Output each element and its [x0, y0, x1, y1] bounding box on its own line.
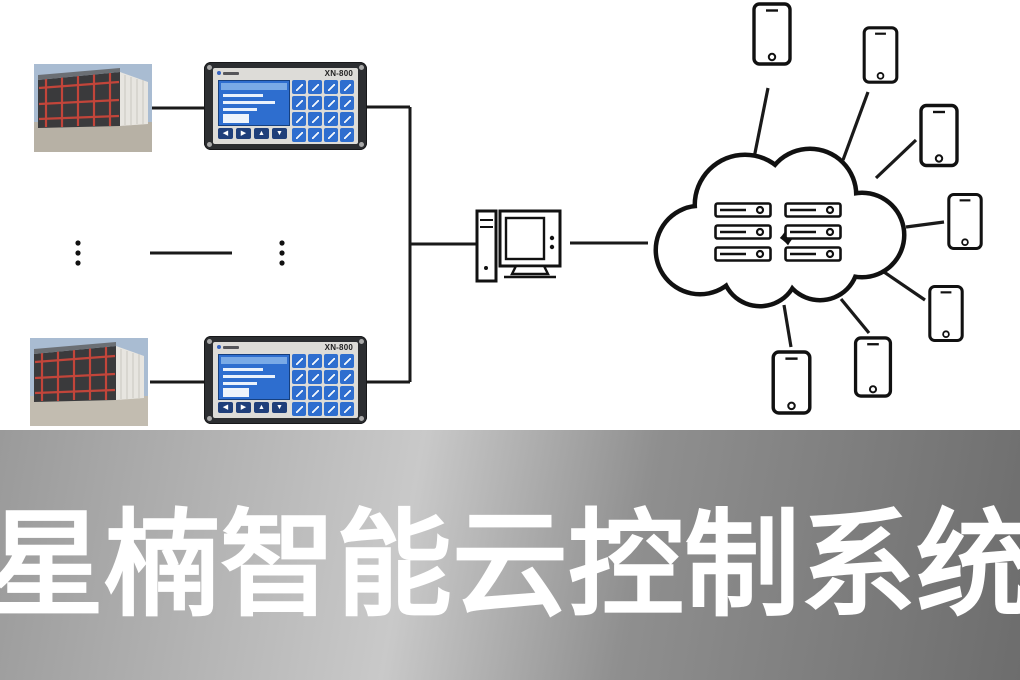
screen-text-line: [223, 382, 257, 385]
keypad-key: [324, 386, 338, 400]
smartphone-icon: [862, 26, 899, 84]
diagram-artwork: [75, 2, 983, 415]
desktop-computer-icon: [475, 209, 562, 283]
keypad: [292, 80, 354, 142]
screw-icon: [207, 65, 212, 70]
keypad-key: [292, 80, 306, 94]
screen-text-line: [223, 101, 275, 104]
nav-buttons: ◀ ▶ ▲ ▼: [218, 402, 287, 413]
controller-device: XN-800 ◀ ▶ ▲ ▼: [204, 62, 367, 150]
controller-screen: [218, 354, 290, 400]
keypad-key: [292, 402, 306, 416]
screen-text-line: [223, 375, 275, 378]
screen-text-line: [223, 108, 257, 111]
nav-up-button: ▲: [254, 402, 269, 413]
keypad-key: [308, 128, 322, 142]
keypad-key: [324, 80, 338, 94]
nav-buttons: ◀ ▶ ▲ ▼: [218, 128, 287, 139]
smartphone-icon: [928, 284, 964, 343]
banner: 星楠智能云控制系统: [0, 430, 1020, 680]
brand-logo: [217, 71, 239, 75]
keypad-key: [324, 402, 338, 416]
architecture-diagram: XN-800 ◀ ▶ ▲ ▼: [30, 2, 983, 426]
screw-icon: [207, 416, 212, 421]
screw-icon: [359, 416, 364, 421]
smartphone-icon: [919, 103, 959, 168]
keypad-key: [292, 112, 306, 126]
screen-window: [223, 114, 249, 123]
cloud-to-phone-lines: [752, 87, 945, 348]
keypad-key: [324, 370, 338, 384]
smartphone-icon: [752, 2, 792, 66]
nav-up-button: ▲: [254, 128, 269, 139]
server-icon: [714, 202, 772, 218]
connector-lines: [150, 105, 648, 384]
controller-face: XN-800 ◀ ▶ ▲ ▼: [213, 68, 358, 144]
ellipsis-dots: [75, 240, 285, 266]
screen-text-line: [223, 94, 263, 97]
keypad-key: [324, 354, 338, 368]
keypad-key: [292, 354, 306, 368]
keypad: [292, 354, 354, 416]
keypad-key: [308, 386, 322, 400]
site-photo: [30, 338, 148, 426]
keypad-key: [308, 96, 322, 110]
model-label: XN-800: [324, 343, 353, 352]
keypad-key: [308, 402, 322, 416]
keypad-key: [340, 96, 354, 110]
keypad-key: [340, 386, 354, 400]
controller-screen: [218, 80, 290, 126]
server-icon: [784, 246, 842, 262]
screen-text-line: [223, 368, 263, 371]
screw-icon: [359, 142, 364, 147]
keypad-key: [292, 370, 306, 384]
keypad-key: [340, 112, 354, 126]
nav-left-button: ◀: [218, 402, 233, 413]
keypad-key: [340, 354, 354, 368]
nav-down-button: ▼: [272, 128, 287, 139]
keypad-key: [324, 128, 338, 142]
screw-icon: [359, 65, 364, 70]
server-icon: [714, 224, 772, 240]
screen-titlebar: [221, 83, 287, 90]
server-icon: [784, 202, 842, 218]
server-icon: [784, 224, 842, 240]
model-label: XN-800: [324, 69, 353, 78]
keypad-key: [340, 402, 354, 416]
nav-right-button: ▶: [236, 402, 251, 413]
brand-logo: [217, 345, 239, 349]
keypad-key: [340, 80, 354, 94]
controller-face: XN-800 ◀ ▶ ▲ ▼: [213, 342, 358, 418]
nav-left-button: ◀: [218, 128, 233, 139]
keypad-key: [308, 354, 322, 368]
site-photo-image: [34, 64, 152, 152]
keypad-key: [292, 386, 306, 400]
screw-icon: [359, 339, 364, 344]
keypad-key: [292, 96, 306, 110]
nav-right-button: ▶: [236, 128, 251, 139]
smartphone-icon: [771, 350, 812, 415]
keypad-key: [308, 80, 322, 94]
keypad-key: [308, 112, 322, 126]
keypad-key: [340, 370, 354, 384]
keypad-key: [292, 128, 306, 142]
keypad-key: [308, 370, 322, 384]
screen-titlebar: [221, 357, 287, 364]
keypad-key: [340, 128, 354, 142]
nav-down-button: ▼: [272, 402, 287, 413]
screen-window: [223, 388, 249, 397]
site-photo: [34, 64, 152, 152]
keypad-key: [324, 96, 338, 110]
smartphone-icon: [853, 336, 893, 398]
controller-device: XN-800 ◀ ▶ ▲ ▼: [204, 336, 367, 424]
screw-icon: [207, 142, 212, 147]
banner-title: 星楠智能云控制系统: [0, 498, 1020, 633]
cloud-icon: [653, 146, 907, 309]
site-photo-image: [30, 338, 148, 426]
smartphone-icon: [947, 192, 983, 251]
keypad-key: [324, 112, 338, 126]
server-icon: [714, 246, 772, 262]
screw-icon: [207, 339, 212, 344]
